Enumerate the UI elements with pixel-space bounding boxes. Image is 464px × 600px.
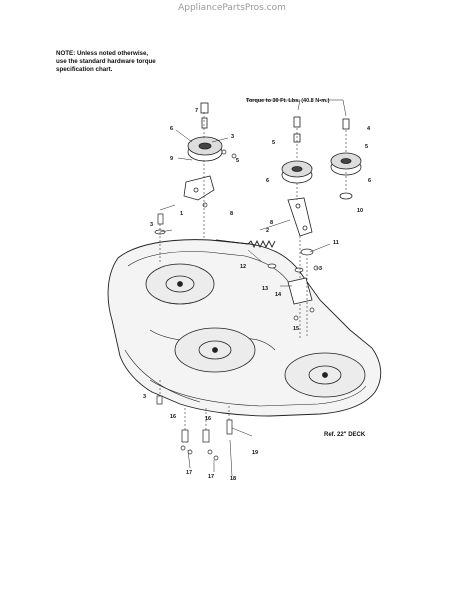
note-line-1: NOTE: Unless noted otherwise, bbox=[56, 50, 149, 57]
callout-3d: 3 bbox=[319, 266, 322, 272]
callout-11: 11 bbox=[333, 240, 339, 246]
idler-bracket-left bbox=[183, 175, 215, 201]
watermark: AppliancePartsPros.com bbox=[178, 3, 286, 13]
callout-15: 15 bbox=[293, 326, 299, 332]
callout-17a: 17 bbox=[186, 470, 192, 476]
callout-7: 7 bbox=[195, 108, 198, 114]
callout-1: 1 bbox=[180, 211, 183, 217]
callout-5c: 5 bbox=[236, 158, 239, 164]
mounting-bracket-14 bbox=[287, 277, 313, 305]
idler-arm-center bbox=[287, 197, 313, 237]
torque-callout: Torque to 30 Ft. Lbs. (40.8 N•m.) bbox=[246, 98, 330, 104]
callout-12: 12 bbox=[240, 264, 246, 270]
callout-5a: 5 bbox=[365, 144, 368, 150]
pulley-right bbox=[330, 118, 362, 200]
callout-17b: 17 bbox=[208, 474, 214, 480]
leader-lines bbox=[159, 99, 347, 477]
hardware-note: NOTE: Unless noted otherwise, use the st… bbox=[56, 50, 206, 74]
callout-14: 14 bbox=[275, 292, 282, 298]
callout-4: 4 bbox=[367, 126, 371, 132]
assembly-lines bbox=[159, 112, 347, 430]
callout-3a: 3 bbox=[231, 134, 234, 140]
tension-spring bbox=[215, 239, 276, 249]
callout-2: 2 bbox=[266, 228, 269, 234]
callout-6b: 6 bbox=[266, 178, 269, 184]
callout-3c: 3 bbox=[143, 394, 146, 400]
spindle-well-center bbox=[174, 327, 256, 373]
part-callouts: 1 2 3 3 3 3 4 5 5 5 6 6 6 7 8 8 9 10 11 … bbox=[143, 108, 371, 482]
callout-16a: 16 bbox=[170, 414, 176, 420]
callout-8b: 8 bbox=[270, 220, 273, 226]
hardware-bolts bbox=[154, 149, 319, 461]
callout-18: 18 bbox=[230, 476, 236, 482]
pulley-left bbox=[187, 102, 223, 162]
deck-reference: Ref. 22" DECK bbox=[324, 432, 366, 438]
callout-16b: 16 bbox=[205, 416, 211, 422]
callout-3b: 3 bbox=[150, 222, 153, 228]
callout-10: 10 bbox=[357, 208, 363, 214]
callout-13: 13 bbox=[262, 286, 268, 292]
spindle-well-left bbox=[145, 263, 215, 305]
callout-8a: 8 bbox=[230, 211, 233, 217]
note-line-3: specification chart. bbox=[56, 66, 113, 73]
callout-9: 9 bbox=[170, 156, 173, 162]
spindle-well-right bbox=[284, 352, 366, 398]
callout-5b: 5 bbox=[272, 140, 275, 146]
callout-6c: 6 bbox=[368, 178, 371, 184]
note-line-2: use the standard hardware torque bbox=[56, 58, 156, 65]
callout-19: 19 bbox=[252, 450, 258, 456]
callout-6a: 6 bbox=[170, 126, 173, 132]
